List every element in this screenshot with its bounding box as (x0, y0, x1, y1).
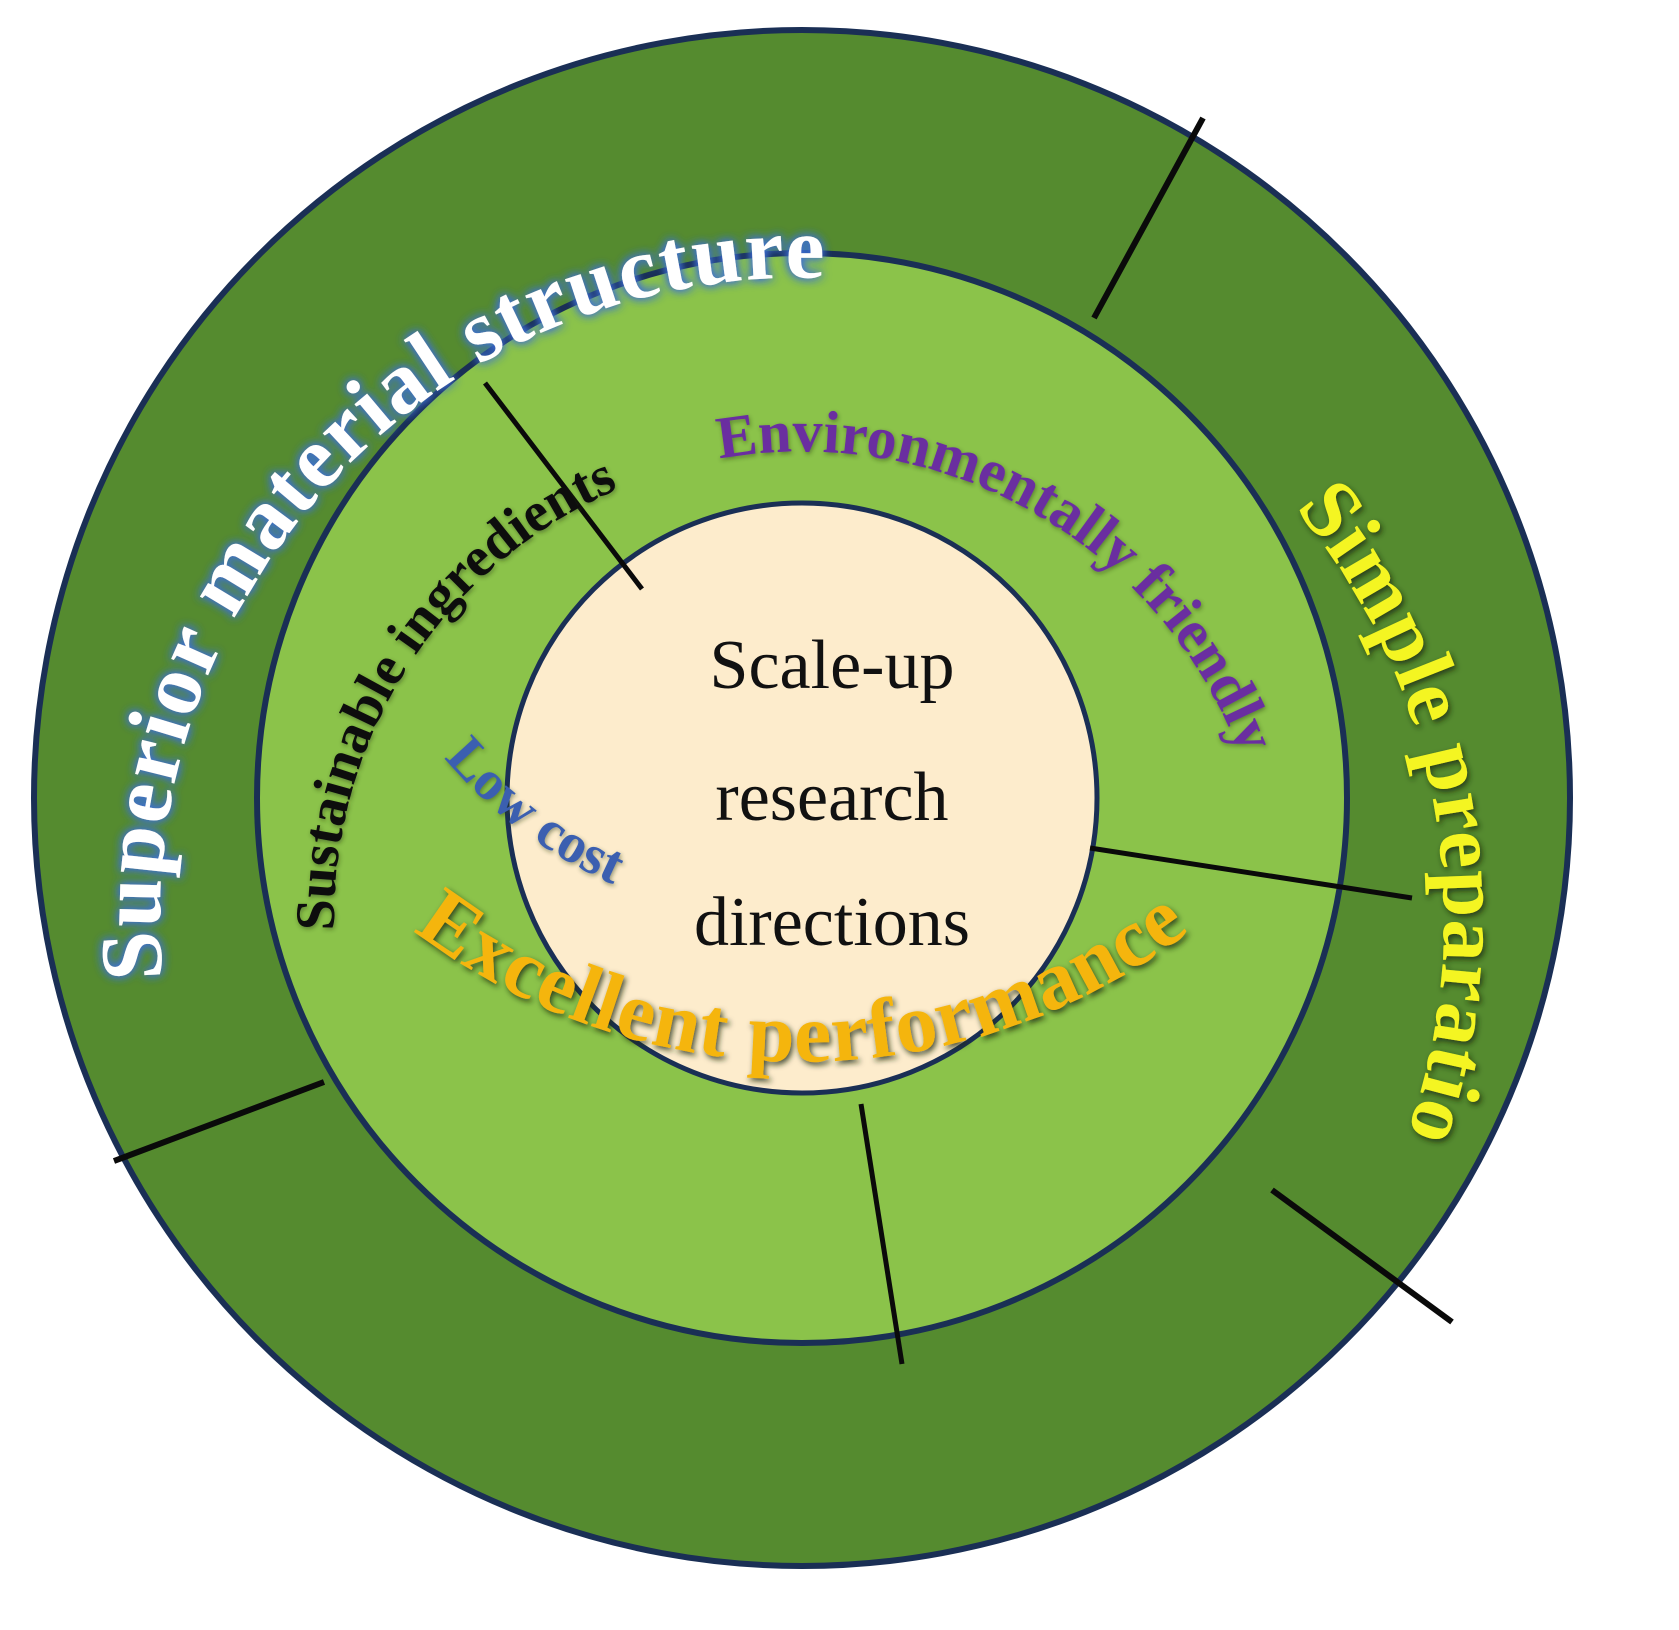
inner-divider-top-left (483, 381, 644, 591)
center-title-line-3: directions (694, 884, 970, 961)
inner-divider-bottom (858, 1103, 905, 1365)
center-disk (504, 500, 1100, 1096)
center-title-line-2: research (715, 759, 948, 836)
inner-divider-right (1089, 845, 1413, 901)
outer-divider-bottom-right (1270, 1187, 1454, 1325)
center-title-line-1: Scale-up (710, 627, 955, 704)
outer-divider-top-right (1091, 116, 1206, 320)
outer-divider-bottom-left (112, 1079, 326, 1164)
